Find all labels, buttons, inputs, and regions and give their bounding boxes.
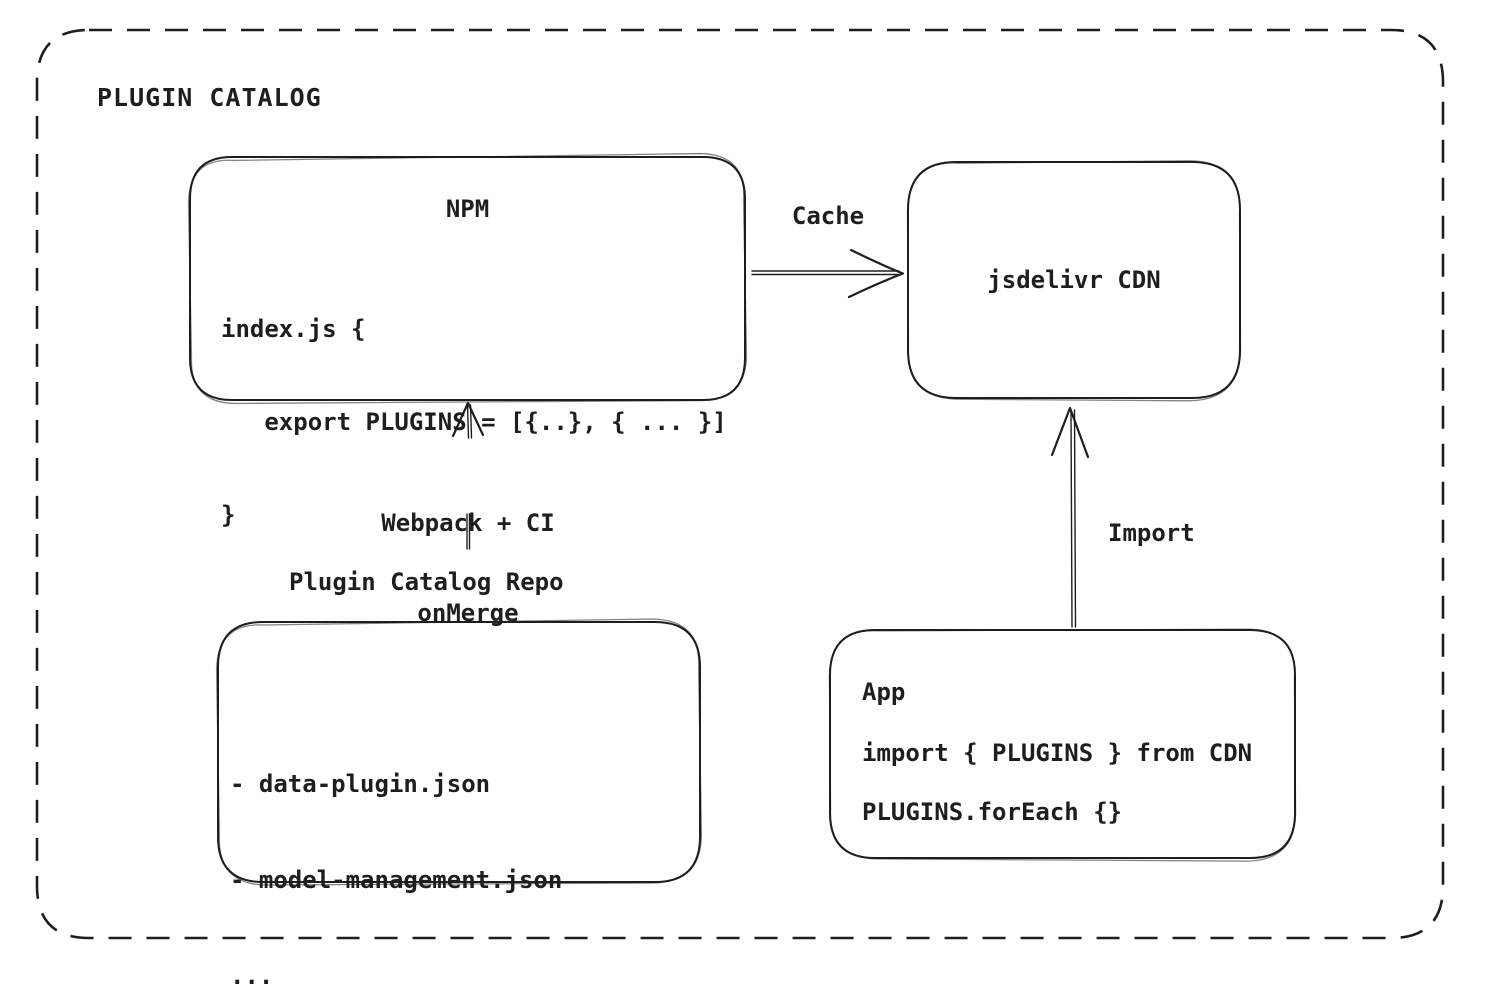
npm-code-line: export PLUGINS = [{..}, { ... }] [221, 408, 727, 436]
import-arrow [1050, 406, 1090, 628]
plugin-catalog-frame-border [35, 28, 1445, 940]
npm-code-line: } [221, 501, 236, 529]
npm-code-line: index.js { [221, 315, 366, 343]
npm-node-code: index.js { export PLUGINS = [{..}, { ...… [221, 252, 727, 593]
diagram-title: PLUGIN CATALOG [97, 83, 322, 112]
app-code-line: PLUGINS.forEach {} [862, 798, 1123, 826]
app-code-line: import { PLUGINS } from CDN [862, 739, 1253, 767]
build-arrow-label: Webpack + CI onMerge [318, 448, 618, 688]
import-arrow-label: Import [1108, 519, 1195, 547]
cdn-node-outline [906, 160, 1242, 402]
app-node-outline [828, 628, 1297, 862]
repo-node-files: - data-plugin.json - model-management.js… [230, 704, 562, 1002]
build-arrow [451, 401, 485, 550]
build-arrow-label-line1: Webpack + CI [381, 509, 555, 537]
cache-arrow [751, 248, 905, 299]
repo-file-item: - model-management.json [230, 866, 563, 894]
app-node-title: App [862, 678, 906, 706]
repo-node-label: Plugin Catalog Repo [289, 568, 564, 596]
npm-node-title: NPM [445, 195, 490, 223]
repo-node-outline [215, 618, 703, 886]
repo-file-item: - data-plugin.json [230, 770, 491, 798]
build-arrow-label-line2: onMerge [417, 599, 519, 627]
npm-node-outline [187, 152, 748, 405]
repo-file-item: ... [230, 962, 274, 990]
cdn-node-label: jsdelivr CDN [987, 266, 1161, 294]
cache-arrow-label: Cache [791, 202, 865, 230]
